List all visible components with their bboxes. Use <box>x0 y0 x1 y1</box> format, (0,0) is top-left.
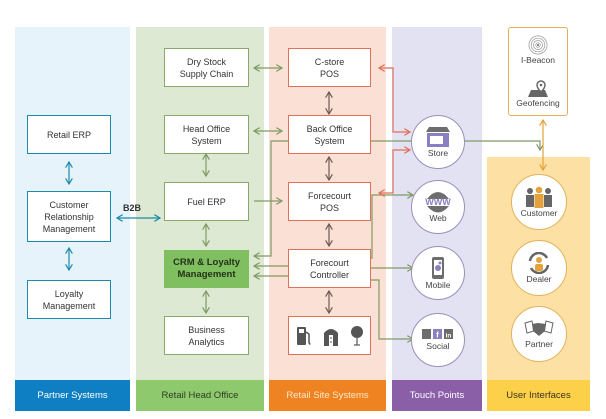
beacon-geofencing-box[interactable]: I-Beacon Geofencing <box>508 27 568 116</box>
retail-head-office-label: Retail Head Office <box>136 380 264 411</box>
svg-text:in: in <box>446 333 452 340</box>
mobile-icon <box>432 257 444 279</box>
c-store-pos-box[interactable]: C-store POS <box>288 48 371 87</box>
partner-label: Partner <box>525 339 553 349</box>
touch-point-mobile[interactable]: Mobile <box>411 246 465 300</box>
customer-label: Customer <box>520 208 558 218</box>
loyalty-management-box[interactable]: Loyalty Management <box>27 280 111 319</box>
user-dealer[interactable]: Dealer <box>511 240 567 296</box>
business-analytics-box[interactable]: Business Analytics <box>164 316 249 355</box>
dealer-label: Dealer <box>526 274 552 284</box>
store-label: Store <box>427 148 449 158</box>
touch-points-label: Touch Points <box>392 380 482 411</box>
user-customer[interactable]: Customer <box>511 174 567 230</box>
store-connectors <box>379 68 410 193</box>
i-beacon-icon <box>528 35 548 55</box>
retail-erp-box[interactable]: Retail ERP <box>27 115 111 154</box>
head-office-system-box[interactable]: Head Office System <box>164 115 249 154</box>
svg-text:f: f <box>436 331 439 340</box>
social-label: Social <box>426 341 450 351</box>
www-icon: WWW <box>425 192 451 213</box>
store-icon <box>426 127 450 147</box>
customer-group-icon <box>526 186 552 208</box>
geofencing-icon <box>527 79 548 97</box>
forecourt-controller-box[interactable]: Forecourt Controller <box>288 249 371 288</box>
back-office-system-box[interactable]: Back Office System <box>288 115 371 154</box>
partner-systems-label: Partner Systems <box>15 380 130 411</box>
forecourt-pos-box[interactable]: Forcecourt POS <box>288 182 371 221</box>
i-beacon-label: I-Beacon <box>520 55 556 66</box>
touch-point-web[interactable]: WWW Web <box>411 180 465 234</box>
crm-loyalty-management-box[interactable]: CRM & Loyalty Management <box>164 250 249 288</box>
user-partner[interactable]: Partner <box>511 306 567 362</box>
touch-point-store[interactable]: Store <box>411 115 465 169</box>
retail-site-systems-label: Retail Site Systems <box>269 380 386 411</box>
web-label: Web <box>429 213 447 223</box>
user-interfaces-label: User Interfaces <box>487 380 590 411</box>
car-wash-icon <box>323 328 338 346</box>
partner-connectors <box>69 162 160 270</box>
forecourt-devices-box[interactable] <box>288 316 371 355</box>
handshake-icon <box>524 320 554 336</box>
price-sign-icon <box>350 325 363 346</box>
fuel-pump-icon <box>296 326 311 345</box>
b2b-label: B2B <box>123 203 142 213</box>
mobile-label: Mobile <box>425 280 451 290</box>
svg-text:WWW: WWW <box>425 197 451 207</box>
dealer-icon <box>528 252 550 274</box>
dry-stock-supply-chain-box[interactable]: Dry Stock Supply Chain <box>164 48 249 87</box>
customer-relationship-management-box[interactable]: Customer Relationship Management <box>27 191 111 242</box>
fuel-erp-box[interactable]: Fuel ERP <box>164 182 249 221</box>
geofencing-label: Geofencing <box>516 97 560 108</box>
head-office-connectors <box>206 68 540 339</box>
